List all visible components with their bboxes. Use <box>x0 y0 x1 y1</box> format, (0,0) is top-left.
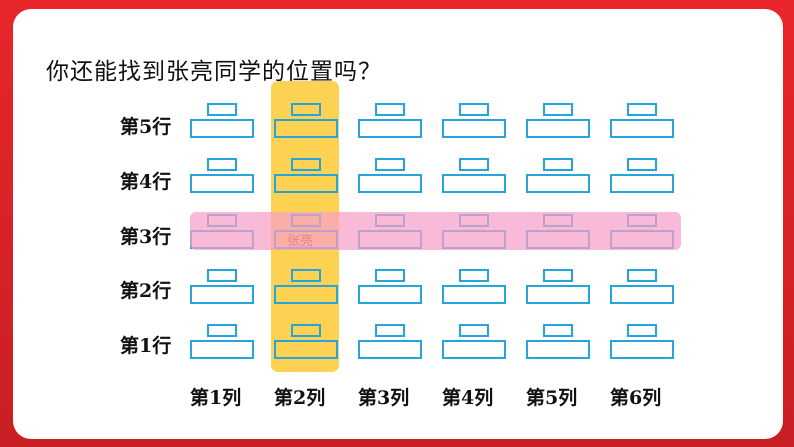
seat-desk <box>358 174 422 193</box>
seat-desk <box>358 285 422 304</box>
student-name-tag: 张亮 <box>287 234 314 249</box>
seat <box>274 158 338 193</box>
seat <box>274 324 338 359</box>
seat-desk <box>274 174 338 193</box>
seat-desk <box>442 285 506 304</box>
seat-chair <box>375 103 405 116</box>
seat <box>358 324 422 359</box>
seat <box>442 324 506 359</box>
seat-chair <box>375 158 405 171</box>
seat-chair <box>627 324 657 337</box>
row-label-2: 第2行 <box>120 280 172 302</box>
seat-desk <box>610 119 674 138</box>
seat <box>442 269 506 304</box>
seat <box>526 158 590 193</box>
seat <box>526 103 590 138</box>
seat <box>190 269 254 304</box>
seat-desk <box>190 340 254 359</box>
seat-desk <box>610 285 674 304</box>
row-label-3: 第3行 <box>120 226 172 248</box>
seat-chair <box>543 103 573 116</box>
seat-chair <box>627 269 657 282</box>
seat <box>610 158 674 193</box>
col-label-3: 第3列 <box>358 387 410 409</box>
seat-chair <box>627 103 657 116</box>
row-label-4: 第4行 <box>120 171 172 193</box>
question-text: 你还能找到张亮同学的位置吗？ <box>46 59 382 85</box>
row-label-1: 第1行 <box>120 335 172 357</box>
seat-desk <box>274 340 338 359</box>
seat-desk <box>526 340 590 359</box>
seat-chair <box>291 158 321 171</box>
seat <box>358 103 422 138</box>
seat-chair <box>375 269 405 282</box>
seat-desk <box>442 340 506 359</box>
col-label-4: 第4列 <box>442 387 494 409</box>
seat-chair <box>207 158 237 171</box>
seat-desk <box>190 119 254 138</box>
seat-chair <box>459 269 489 282</box>
seat <box>190 158 254 193</box>
seat-chair <box>291 324 321 337</box>
col-label-1: 第1列 <box>190 387 242 409</box>
seat <box>274 269 338 304</box>
seat <box>526 269 590 304</box>
seat <box>526 324 590 359</box>
seat-desk <box>526 285 590 304</box>
seat-chair <box>543 158 573 171</box>
seat-desk <box>610 174 674 193</box>
seat-chair <box>543 324 573 337</box>
seat-desk <box>190 174 254 193</box>
seat-chair <box>291 103 321 116</box>
col-label-6: 第6列 <box>610 387 662 409</box>
seat <box>610 103 674 138</box>
seat-desk <box>442 174 506 193</box>
seat-chair <box>207 103 237 116</box>
seat-chair <box>207 324 237 337</box>
seat <box>610 269 674 304</box>
seat <box>358 269 422 304</box>
col-label-5: 第5列 <box>526 387 578 409</box>
seat-chair <box>459 103 489 116</box>
seat-desk <box>274 285 338 304</box>
highlight-row-3 <box>190 212 681 250</box>
seat-chair <box>459 158 489 171</box>
seat-desk <box>610 340 674 359</box>
seat-chair <box>291 269 321 282</box>
seat <box>190 324 254 359</box>
col-label-2: 第2列 <box>274 387 326 409</box>
seat <box>190 103 254 138</box>
seat-chair <box>627 158 657 171</box>
seat-desk <box>190 285 254 304</box>
seat <box>442 103 506 138</box>
seat-desk <box>526 174 590 193</box>
seat-chair <box>543 269 573 282</box>
seat <box>610 324 674 359</box>
seat-desk <box>358 340 422 359</box>
seat-chair <box>459 324 489 337</box>
seat-desk <box>274 119 338 138</box>
row-label-5: 第5行 <box>120 116 172 138</box>
seat <box>274 103 338 138</box>
seat <box>442 158 506 193</box>
seat-chair <box>207 269 237 282</box>
seat-desk <box>358 119 422 138</box>
seat-chair <box>375 324 405 337</box>
seat <box>358 158 422 193</box>
seat-desk <box>526 119 590 138</box>
seat-desk <box>442 119 506 138</box>
